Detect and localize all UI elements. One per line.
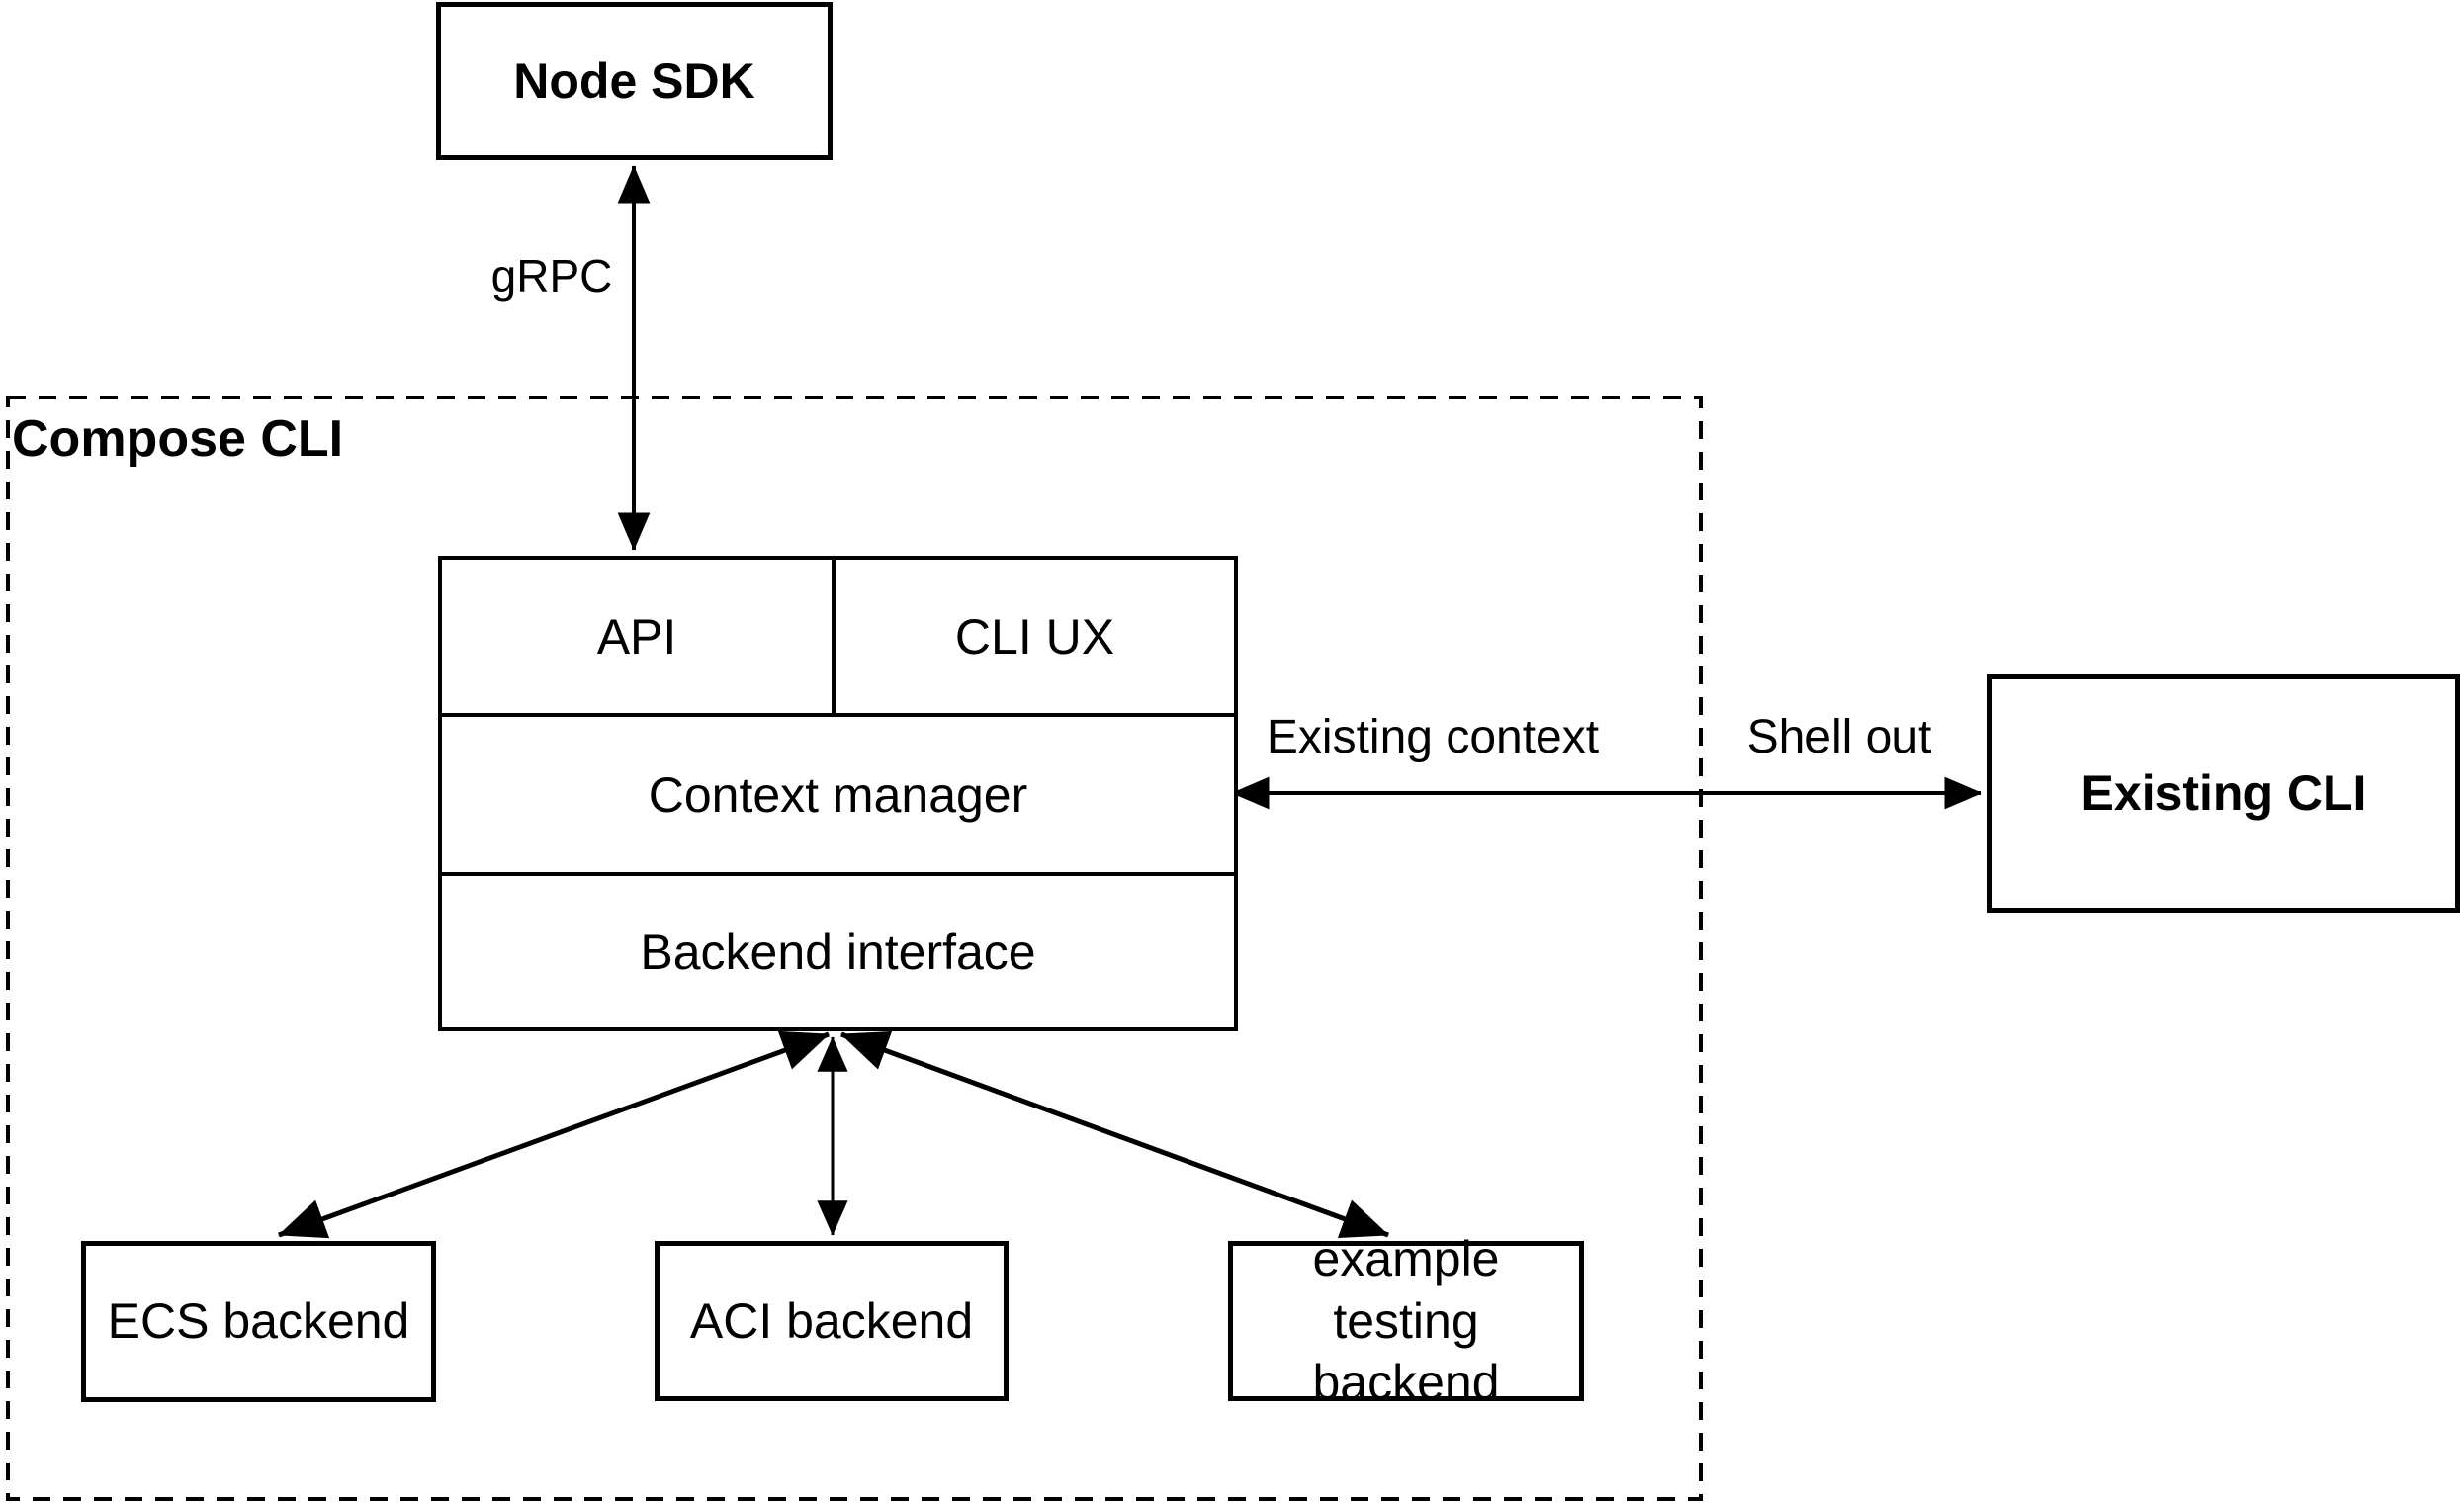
compose-cli-container-label: Compose CLI <box>12 410 344 468</box>
ecs-backend-box: ECS backend <box>81 1241 436 1402</box>
example-testing-backend-label: example testing backend <box>1312 1231 1500 1411</box>
ecs-backend-label: ECS backend <box>107 1293 410 1350</box>
existing-cli-box: Existing CLI <box>1987 674 2460 913</box>
shell-out-edge-label: Shell out <box>1746 711 1932 763</box>
grpc-edge-label: gRPC <box>490 250 613 302</box>
compose-cli-core-box: API CLI UX Context manager Backend inter… <box>438 556 1238 1031</box>
aci-backend-label: ACI backend <box>689 1292 974 1349</box>
api-cliux-row: API CLI UX <box>442 560 1234 713</box>
cli-ux-cell: CLI UX <box>836 560 1234 713</box>
existing-context-edge-label: Existing context <box>1266 711 1600 763</box>
backend-interface-cell: Backend interface <box>442 872 1234 1027</box>
backend-to-example-arrow <box>840 1030 1389 1239</box>
node-sdk-box: Node SDK <box>436 2 833 160</box>
node-sdk-label: Node SDK <box>513 52 755 109</box>
existing-cli-label: Existing CLI <box>2080 765 2367 822</box>
backend-interface-label: Backend interface <box>640 924 1036 980</box>
api-cell: API <box>442 560 836 713</box>
example-testing-backend-box: example testing backend <box>1228 1231 1584 1410</box>
aci-backend-box: ACI backend <box>655 1241 1009 1401</box>
cli-ux-label: CLI UX <box>954 608 1115 665</box>
context-manager-label: Context manager <box>648 766 1028 823</box>
context-manager-cell: Context manager <box>442 713 1234 872</box>
api-label: API <box>596 608 677 665</box>
backend-to-ecs-arrow <box>278 1030 830 1239</box>
